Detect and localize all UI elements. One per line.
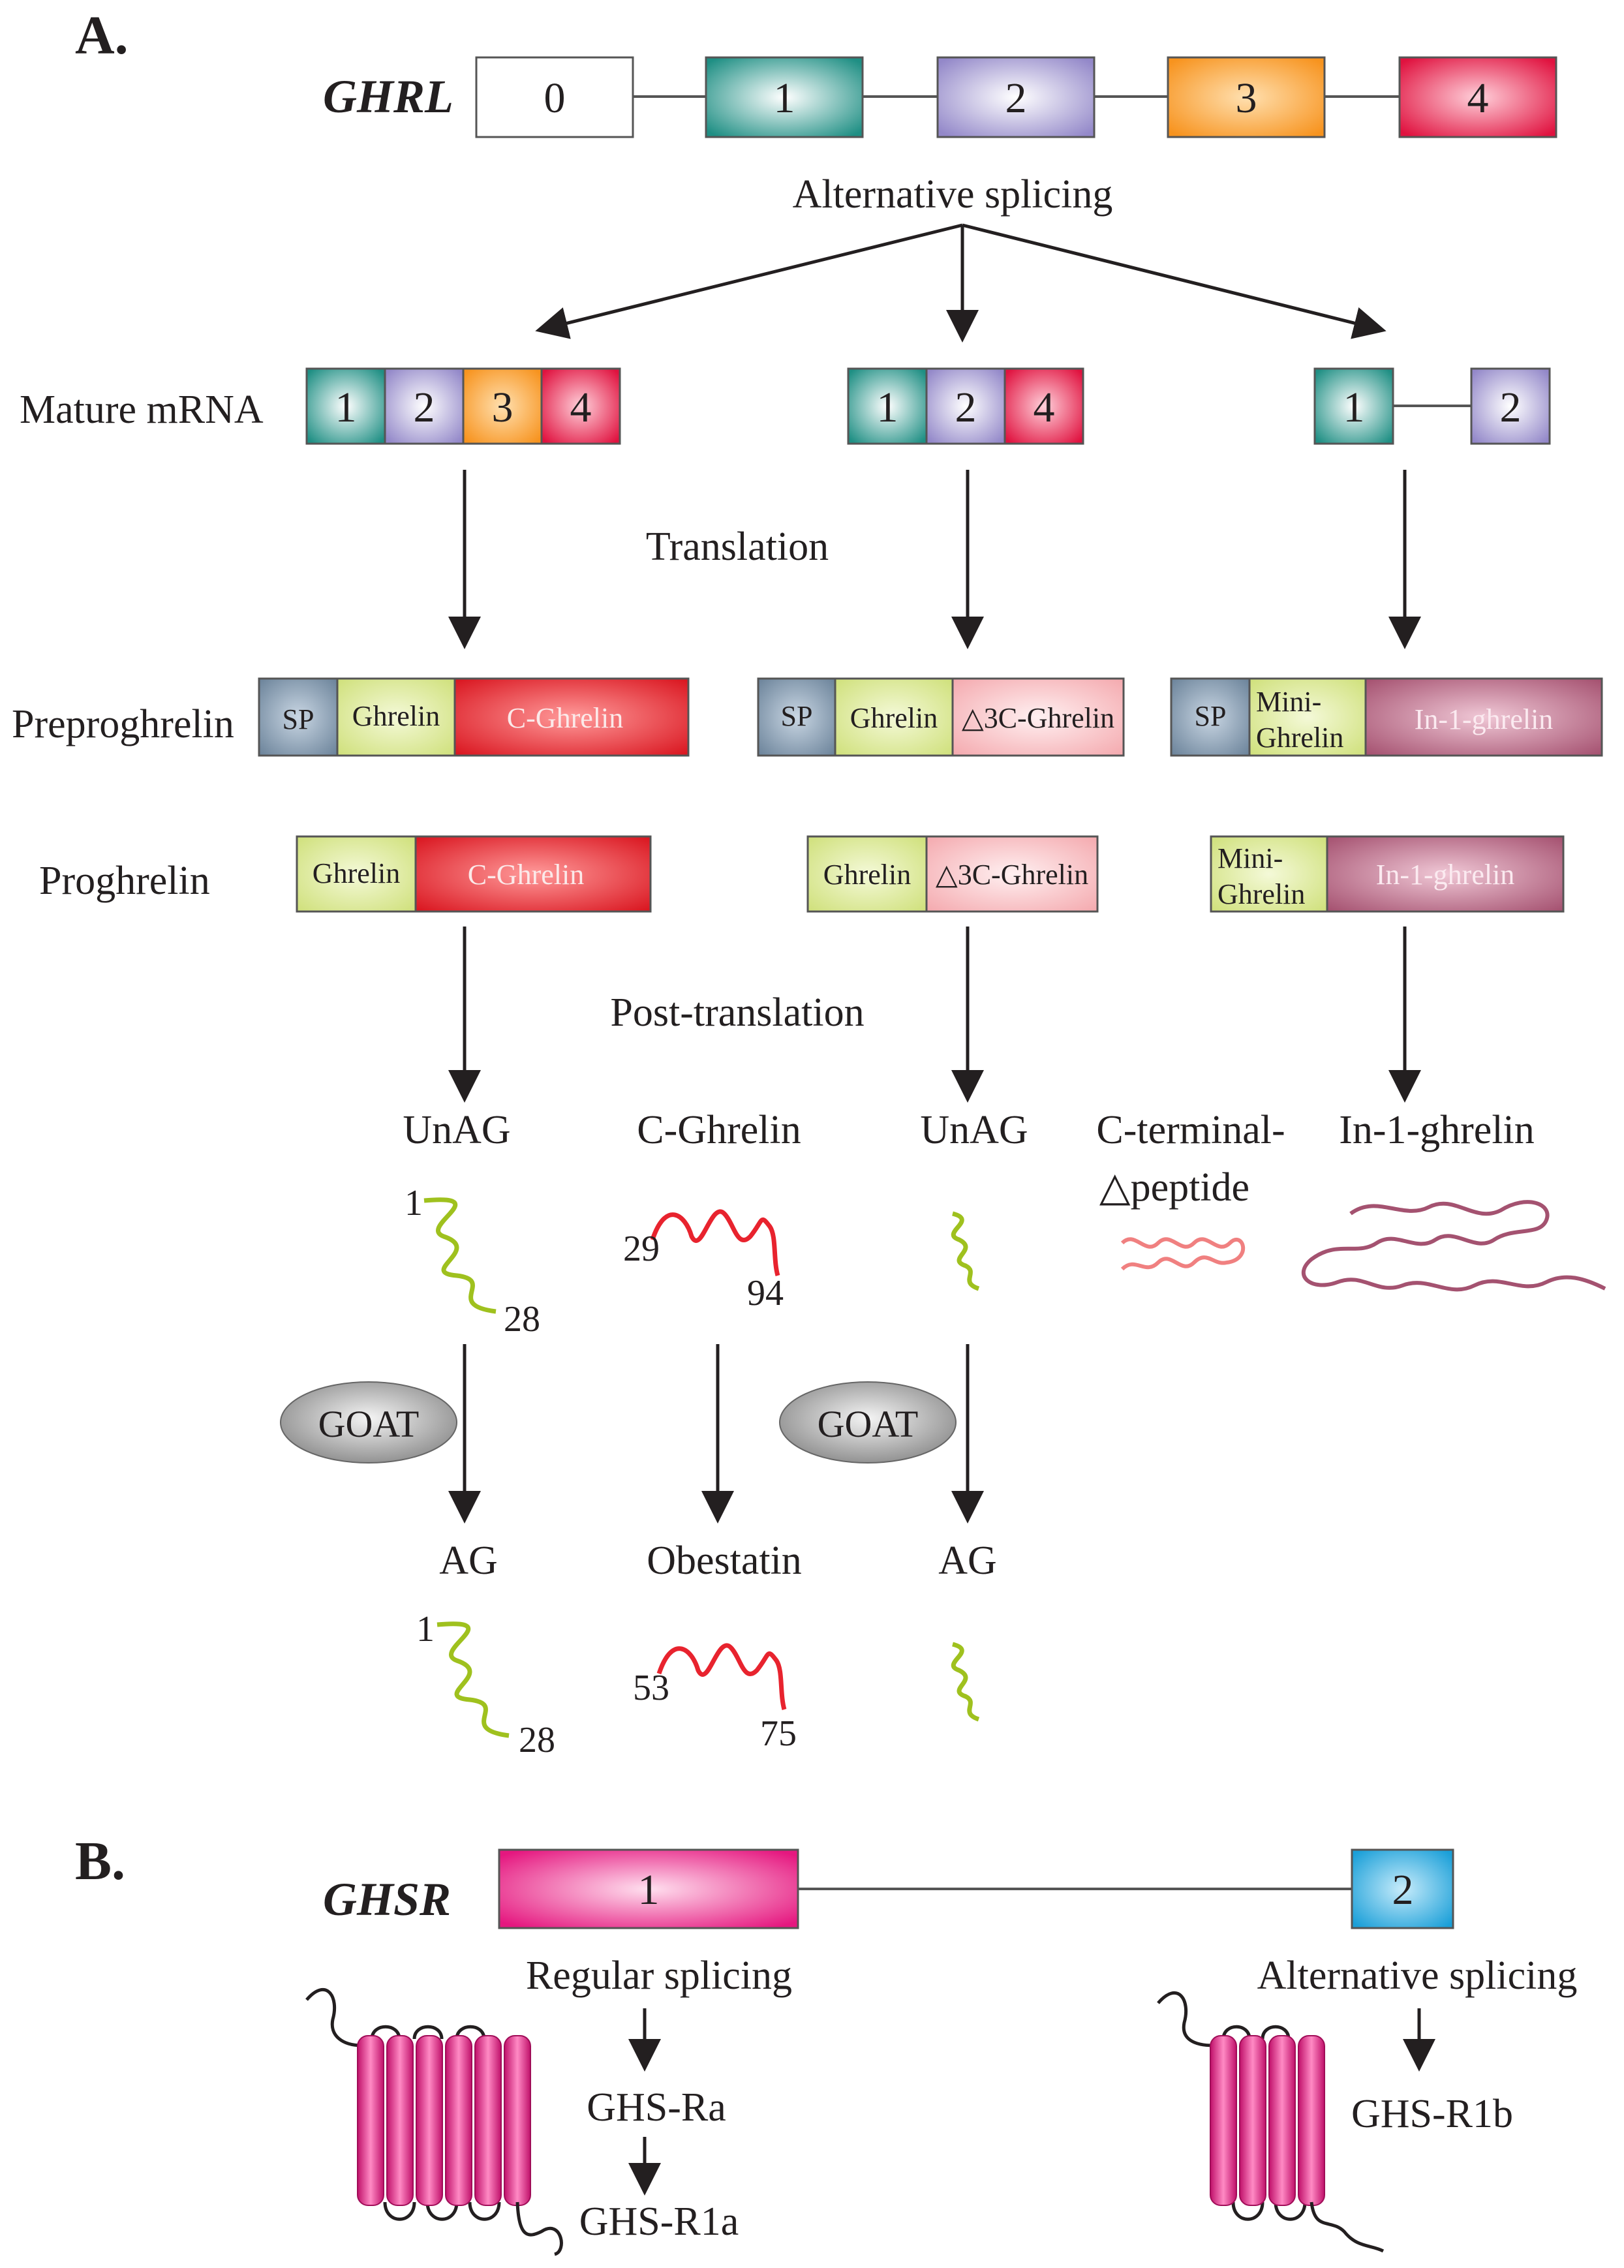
translation-label: Translation (646, 525, 829, 569)
ghrl-gene-label: GHRL (323, 70, 453, 123)
splice-arrow-right (962, 223, 1387, 339)
svg-text:1: 1 (877, 384, 898, 431)
svg-text:1: 1 (335, 384, 357, 431)
peptide-unag-2 (951, 1211, 980, 1291)
alternative-splicing-label: Alternative splicing (793, 172, 1113, 217)
svg-text:2: 2 (1005, 74, 1027, 122)
svg-text:Ghrelin: Ghrelin (1218, 878, 1305, 910)
peptide-ag-2 (951, 1642, 980, 1722)
svg-text:△3C-Ghrelin: △3C-Ghrelin (962, 702, 1114, 734)
svg-text:GOAT: GOAT (818, 1403, 919, 1445)
ghrl-exon-2: 2 (936, 56, 1095, 138)
svg-text:Mini-: Mini- (1256, 686, 1321, 718)
ghrl-exon-1: 1 (705, 56, 864, 138)
product-in1-ghrelin: In-1-ghrelin (1339, 1108, 1535, 1152)
proghrelin-variant-1: Ghrelin C-Ghrelin (296, 835, 652, 913)
goat-enzyme-2: GOAT (779, 1381, 957, 1463)
svg-text:SP: SP (1195, 700, 1227, 732)
svg-text:1: 1 (638, 1866, 660, 1914)
product-c-ghrelin: C-Ghrelin (637, 1108, 801, 1152)
svg-text:In-1-ghrelin: In-1-ghrelin (1415, 703, 1554, 735)
svg-text:1: 1 (774, 74, 795, 122)
svg-text:Ghrelin: Ghrelin (313, 857, 400, 889)
svg-text:Ghrelin: Ghrelin (823, 859, 911, 891)
product-c-terminal-line1: C-terminal- (1096, 1108, 1285, 1152)
splice-arrow-left (535, 223, 963, 339)
svg-text:4: 4 (570, 384, 592, 431)
final-ag-2: AG (938, 1539, 997, 1583)
mrna-variant-3: 1 2 (1313, 367, 1551, 445)
goat-enzyme-1: GOAT (280, 1381, 457, 1463)
mature-mrna-label: Mature mRNA (20, 388, 264, 432)
svg-text:SP: SP (781, 700, 813, 732)
peptide-ag-1: 1 28 (416, 1609, 555, 1760)
proghrelin-label: Proghrelin (39, 859, 210, 903)
peptide-in1-ghrelin (1301, 1200, 1606, 1292)
ghrl-exon-0: 0 (475, 56, 634, 138)
svg-text:75: 75 (760, 1713, 797, 1754)
preproghrelin-variant-3: SP Mini- Ghrelin In-1-ghrelin (1170, 677, 1603, 757)
svg-text:1: 1 (405, 1183, 423, 1223)
svg-text:SP: SP (283, 703, 314, 735)
preproghrelin-label: Preproghrelin (12, 702, 234, 746)
product-unag-2: UnAG (920, 1108, 1028, 1152)
svg-text:4: 4 (1034, 384, 1055, 431)
svg-text:0: 0 (544, 74, 566, 122)
ghs-ra-label: GHS-Ra (587, 2085, 726, 2130)
ghsr-gene-label: GHSR (323, 1873, 451, 1925)
svg-text:2: 2 (1500, 384, 1522, 431)
svg-text:C-Ghrelin: C-Ghrelin (468, 859, 584, 891)
alternative-splicing-b-label: Alternative splicing (1257, 1954, 1578, 1998)
peptide-c-terminal (1120, 1237, 1246, 1271)
peptide-obestatin: 53 75 (633, 1643, 797, 1754)
regular-splicing-label: Regular splicing (526, 1954, 792, 1998)
proghrelin-variant-2: Ghrelin △3C-Ghrelin (806, 835, 1099, 913)
preproghrelin-variant-1: SP Ghrelin C-Ghrelin (258, 677, 690, 757)
svg-text:GOAT: GOAT (318, 1403, 420, 1445)
preproghrelin-variant-2: SP Ghrelin △3C-Ghrelin (757, 677, 1125, 757)
proghrelin-variant-3: Mini- Ghrelin In-1-ghrelin (1210, 835, 1565, 913)
ghs-r1a-receptor (305, 1988, 563, 2256)
ghrl-exon-4: 4 (1398, 56, 1557, 138)
ghrl-exon-3: 3 (1167, 56, 1326, 138)
svg-text:3: 3 (1236, 74, 1257, 122)
svg-text:28: 28 (504, 1299, 540, 1340)
svg-text:C-Ghrelin: C-Ghrelin (507, 702, 623, 734)
ghs-r1b-label: GHS-R1b (1351, 2092, 1513, 2136)
svg-text:4: 4 (1467, 74, 1489, 122)
product-c-terminal-line2: △peptide (1099, 1165, 1249, 1210)
svg-text:Ghrelin: Ghrelin (850, 702, 938, 734)
svg-text:2: 2 (955, 384, 977, 431)
svg-text:28: 28 (519, 1720, 555, 1760)
ghs-r1a-label: GHS-R1a (579, 2199, 739, 2244)
mrna-variant-2: 1 2 4 (847, 367, 1084, 445)
svg-text:Ghrelin: Ghrelin (1256, 722, 1343, 754)
final-obestatin: Obestatin (647, 1539, 802, 1583)
ghsr-exon-2: 2 (1351, 1848, 1454, 1929)
svg-text:△3C-Ghrelin: △3C-Ghrelin (936, 859, 1088, 891)
panel-b-letter: B. (75, 1831, 125, 1892)
svg-text:29: 29 (623, 1229, 660, 1269)
svg-text:94: 94 (747, 1273, 784, 1313)
svg-text:53: 53 (633, 1668, 669, 1708)
peptide-unag-1: 1 28 (405, 1183, 540, 1340)
mrna-variant-1: 1 2 3 4 (305, 367, 621, 445)
svg-text:In-1-ghrelin: In-1-ghrelin (1376, 859, 1515, 891)
panel-a-letter: A. (75, 5, 129, 66)
final-ag-1: AG (439, 1539, 498, 1583)
ghsr-exon-1: 1 (498, 1848, 799, 1929)
svg-text:2: 2 (1392, 1866, 1414, 1914)
svg-text:Mini-: Mini- (1218, 842, 1283, 874)
post-translation-label: Post-translation (610, 990, 864, 1035)
svg-text:2: 2 (414, 384, 435, 431)
product-unag-1: UnAG (403, 1108, 510, 1152)
svg-text:3: 3 (492, 384, 513, 431)
svg-text:1: 1 (416, 1609, 435, 1649)
peptide-c-ghrelin: 29 94 (623, 1209, 784, 1313)
svg-text:1: 1 (1343, 384, 1365, 431)
ghs-r1b-receptor (1157, 1991, 1385, 2253)
svg-text:Ghrelin: Ghrelin (352, 700, 440, 732)
